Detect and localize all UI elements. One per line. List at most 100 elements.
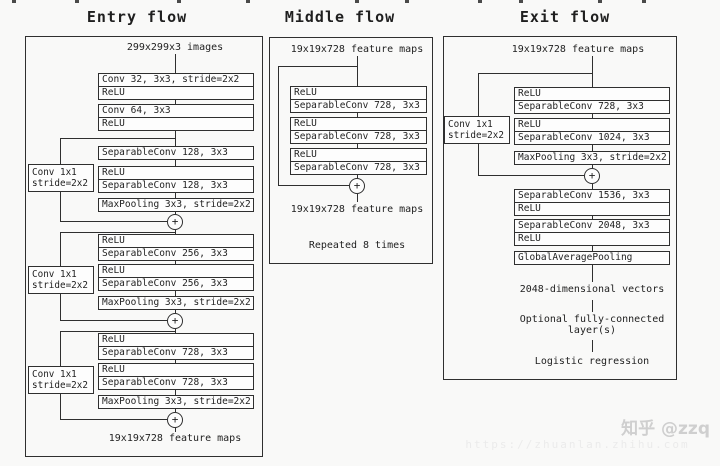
skip-connector-line bbox=[60, 232, 61, 266]
connector-line bbox=[175, 160, 176, 166]
connector-line bbox=[175, 261, 176, 264]
layer-label: SeparableConv 728, 3x3 bbox=[291, 130, 426, 143]
layer-label: Conv 1x1 bbox=[32, 167, 77, 178]
layer-label: ReLU bbox=[294, 149, 317, 160]
layer-label: ReLU bbox=[294, 118, 317, 129]
layer-label: ReLU bbox=[294, 87, 317, 98]
connector-line bbox=[357, 56, 358, 86]
connector-line bbox=[592, 184, 593, 189]
exit-input-label: 19x19x728 feature maps bbox=[511, 44, 645, 55]
skip-connector-line bbox=[60, 331, 61, 366]
layer-label: Conv 1x1 bbox=[448, 119, 493, 130]
add-merge-icon: + bbox=[167, 214, 183, 230]
watermark-brand: 知乎 @zzq bbox=[621, 419, 710, 439]
entry-skip-box-3: Conv 1x1 stride=2x2 bbox=[28, 366, 94, 394]
layer-label: ReLU bbox=[99, 117, 253, 130]
skip-connector-line bbox=[478, 175, 584, 176]
layer-label: SeparableConv 2048, 3x3 bbox=[518, 220, 650, 231]
connector-line bbox=[175, 291, 176, 296]
layer-label: ReLU bbox=[515, 232, 669, 245]
skip-connector-line bbox=[478, 73, 592, 74]
skip-connector-line bbox=[60, 320, 167, 321]
layer-label: ReLU bbox=[99, 86, 253, 99]
layer-label: SeparableConv 128, 3x3 bbox=[99, 179, 253, 192]
layer-label: ReLU bbox=[518, 88, 541, 99]
skip-connector-line bbox=[60, 232, 175, 233]
middle-layer-box-2: ReLU SeparableConv 728, 3x3 bbox=[290, 117, 427, 144]
exit-logistic-label: Logistic regression bbox=[534, 356, 650, 367]
connector-line bbox=[592, 145, 593, 151]
middle-repeat-label: Repeated 8 times bbox=[308, 240, 406, 251]
connector-line bbox=[175, 193, 176, 198]
layer-label: ReLU bbox=[102, 235, 125, 246]
add-merge-icon: + bbox=[349, 178, 365, 194]
watermark-url: https://zhuanlan.zhihu.com bbox=[465, 438, 690, 451]
exit-flow-panel bbox=[443, 36, 677, 380]
add-merge-icon: + bbox=[167, 412, 183, 428]
layer-label: ReLU bbox=[102, 167, 125, 178]
entry-layer-box-sep256a: ReLU SeparableConv 256, 3x3 bbox=[98, 234, 254, 261]
entry-layer-box-maxpool3: MaxPooling 3x3, stride=2x2 bbox=[98, 395, 254, 409]
connector-line bbox=[175, 390, 176, 395]
exit-layer-box-sep1024: ReLU SeparableConv 1024, 3x3 bbox=[514, 118, 670, 145]
connector-line bbox=[175, 428, 176, 432]
skip-connector-line bbox=[478, 143, 479, 176]
connector-line bbox=[175, 100, 176, 104]
connector-line bbox=[357, 194, 358, 202]
middle-input-label: 19x19x728 feature maps bbox=[290, 44, 424, 55]
connector-line bbox=[592, 300, 593, 312]
layer-label: SeparableConv 128, 3x3 bbox=[102, 147, 228, 158]
connector-line bbox=[357, 113, 358, 117]
connector-line bbox=[592, 165, 593, 168]
add-merge-icon: + bbox=[167, 313, 183, 329]
connector-line bbox=[175, 360, 176, 363]
connector-line bbox=[175, 212, 176, 214]
entry-layer-box-sep728a: ReLU SeparableConv 728, 3x3 bbox=[98, 333, 254, 360]
entry-output-label: 19x19x728 feature maps bbox=[108, 433, 242, 444]
skip-connector-line bbox=[60, 191, 61, 222]
connector-line bbox=[592, 340, 593, 352]
layer-label: SeparableConv 728, 3x3 bbox=[515, 100, 669, 113]
skip-connector-line bbox=[278, 185, 349, 186]
layer-label: SeparableConv 256, 3x3 bbox=[99, 277, 253, 290]
connector-line bbox=[175, 329, 176, 333]
connector-line bbox=[175, 409, 176, 412]
entry-layer-box-sep128a: SeparableConv 128, 3x3 bbox=[98, 146, 254, 160]
connector-line bbox=[592, 216, 593, 219]
entry-skip-box-1: Conv 1x1 stride=2x2 bbox=[28, 164, 94, 192]
skip-connector-line bbox=[478, 73, 479, 116]
connector-line bbox=[175, 310, 176, 313]
layer-label: Conv 64, 3x3 bbox=[102, 105, 171, 116]
layer-label: MaxPooling 3x3, stride=2x2 bbox=[102, 199, 251, 210]
layer-label: MaxPooling 3x3, stride=2x2 bbox=[518, 152, 667, 163]
exit-layer-box-gap: GlobalAveragePooling bbox=[514, 251, 670, 265]
layer-label: ReLU bbox=[102, 334, 125, 345]
layer-label: SeparableConv 728, 3x3 bbox=[291, 161, 426, 174]
connector-line bbox=[175, 54, 176, 73]
skip-connector-line bbox=[60, 293, 61, 320]
connector-line bbox=[592, 246, 593, 251]
entry-flow-title: Entry flow bbox=[86, 8, 188, 26]
layer-label: Conv 32, 3x3, stride=2x2 bbox=[102, 74, 240, 85]
layer-label: stride=2x2 bbox=[32, 178, 88, 189]
skip-connector-line bbox=[60, 331, 175, 332]
layer-label: SeparableConv 728, 3x3 bbox=[99, 346, 253, 359]
exit-layer-box-sep2048: SeparableConv 2048, 3x3 ReLU bbox=[514, 219, 670, 246]
connector-line bbox=[592, 56, 593, 87]
connector-line bbox=[357, 144, 358, 148]
entry-input-label: 299x299x3 images bbox=[126, 42, 224, 53]
entry-layer-box-sep128b: ReLU SeparableConv 128, 3x3 bbox=[98, 166, 254, 193]
layer-label: ReLU bbox=[102, 364, 125, 375]
layer-label: ReLU bbox=[102, 265, 125, 276]
layer-label: Conv 1x1 bbox=[32, 269, 77, 280]
middle-layer-box-3: ReLU SeparableConv 728, 3x3 bbox=[290, 148, 427, 175]
connector-line bbox=[592, 265, 593, 282]
layer-label: stride=2x2 bbox=[32, 380, 88, 391]
layer-label: SeparableConv 1024, 3x3 bbox=[515, 131, 669, 144]
layer-label: Conv 1x1 bbox=[32, 369, 77, 380]
exit-layer-box-sep1536: SeparableConv 1536, 3x3 ReLU bbox=[514, 189, 670, 216]
middle-output-label: 19x19x728 feature maps bbox=[290, 204, 424, 215]
connector-line bbox=[592, 114, 593, 118]
exit-fc-label: Optional fully-connected layer(s) bbox=[480, 314, 704, 336]
